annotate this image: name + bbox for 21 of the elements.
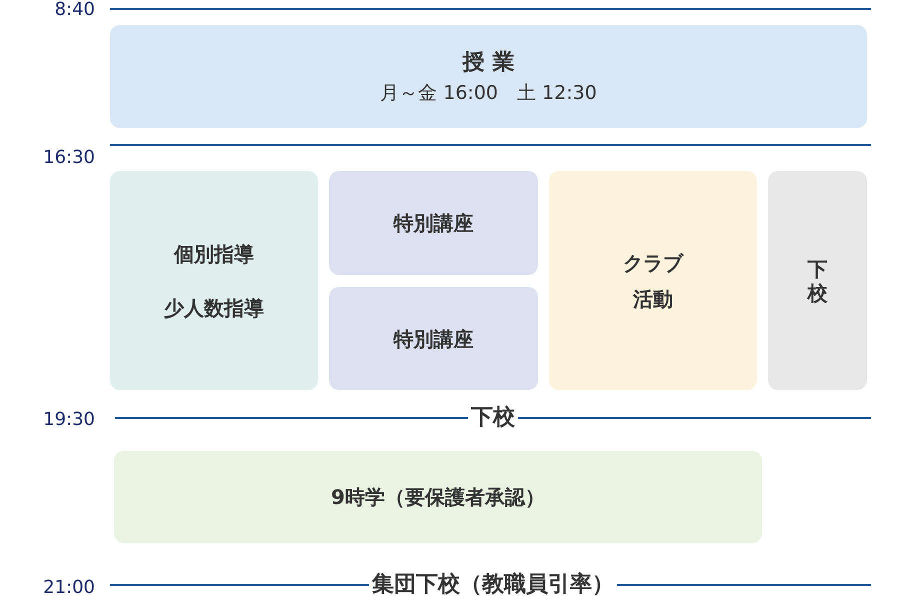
block-label: 下校 — [807, 256, 828, 304]
rule-label: 下校 — [468, 405, 518, 431]
block-subtitle: 月～金 16:00 土 12:30 — [380, 80, 597, 106]
block-label: 特別講座 — [394, 210, 474, 236]
block-title: 授業 — [462, 48, 522, 76]
schedule-block — [110, 25, 867, 128]
time-label: 19:30 — [43, 409, 95, 431]
schedule-block — [329, 287, 538, 390]
schedule-block — [114, 451, 762, 543]
schedule-block — [110, 171, 318, 390]
time-label: 21:00 — [43, 577, 95, 599]
time-label: 16:30 — [43, 147, 95, 169]
time-label: 8:40 — [54, 0, 95, 21]
block-label: 少人数指導 — [164, 294, 264, 320]
block-label: 特別講座 — [394, 326, 474, 352]
schedule-block — [549, 171, 757, 390]
block-label: クラブ活動 — [622, 250, 684, 312]
block-label: 9時学（要保護者承認） — [331, 484, 545, 510]
rule-label: 集団下校（教職員引率） — [369, 572, 617, 598]
block-label: 個別指導 — [174, 240, 254, 266]
schedule-block — [329, 171, 538, 275]
